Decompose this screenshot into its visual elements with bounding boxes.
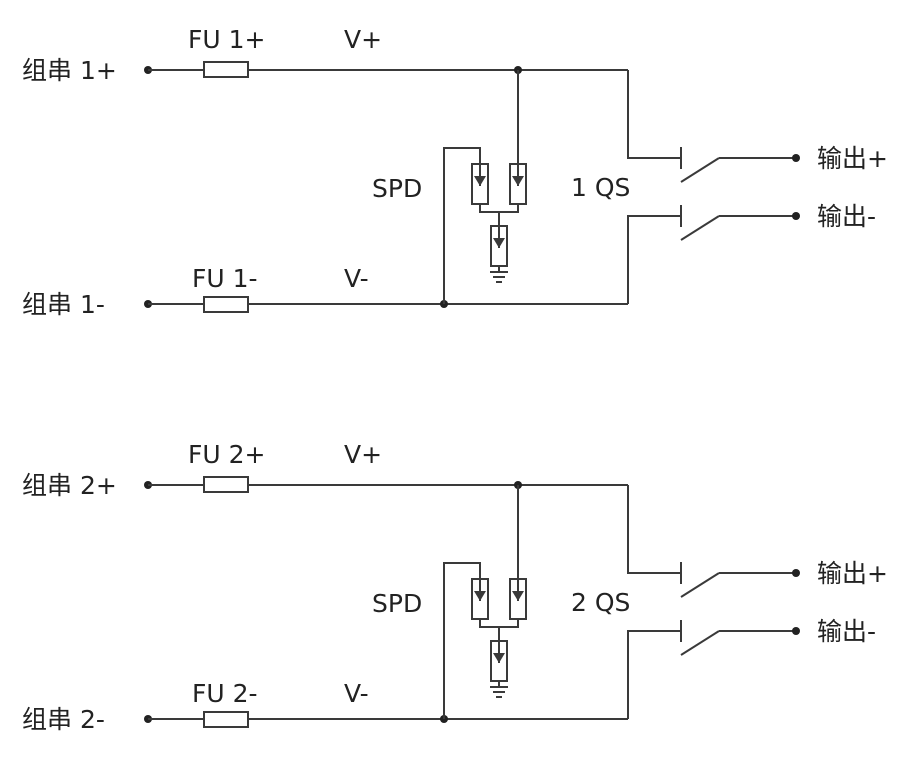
fuse-symbol bbox=[203, 711, 249, 728]
varistor-symbol bbox=[509, 163, 527, 205]
v-neg-label: V- bbox=[344, 264, 369, 293]
string-2-pos-label: 组串 2+ bbox=[22, 471, 117, 500]
fuse-2-neg-label: FU 2- bbox=[192, 679, 258, 708]
switch-label: 2 QS bbox=[571, 588, 630, 617]
switch-label: 1 QS bbox=[571, 173, 630, 202]
output-pos-label: 输出+ bbox=[817, 144, 888, 173]
v-pos-label: V+ bbox=[344, 25, 382, 54]
wire bbox=[443, 147, 481, 304]
varistor-symbol bbox=[509, 578, 527, 620]
v-pos-label: V+ bbox=[344, 440, 382, 469]
spd-label: SPD bbox=[372, 589, 422, 618]
output-neg-label: 输出- bbox=[817, 202, 876, 231]
wire bbox=[627, 215, 681, 304]
terminal-dot bbox=[792, 154, 800, 162]
fuse-1-neg-label: FU 1- bbox=[192, 264, 258, 293]
circuit-2: 组串 2+ 组串 2- FU 2+ FU 2- V+ V- SPD 2 QS 输… bbox=[22, 440, 888, 734]
fuse-symbol bbox=[203, 476, 249, 493]
string-1-pos-label: 组串 1+ bbox=[22, 56, 117, 85]
wire bbox=[479, 619, 519, 628]
terminal-dot bbox=[792, 569, 800, 577]
output-neg-label: 输出- bbox=[817, 617, 876, 646]
varistor-symbol bbox=[490, 640, 508, 682]
switch-symbol bbox=[680, 147, 796, 241]
fuse-2-pos-label: FU 2+ bbox=[188, 440, 265, 469]
wire bbox=[627, 70, 681, 159]
fuse-1-pos-label: FU 1+ bbox=[188, 25, 265, 54]
wire bbox=[627, 630, 681, 719]
varistor-symbol bbox=[471, 163, 489, 205]
varistor-symbol bbox=[471, 578, 489, 620]
terminal-dot bbox=[792, 212, 800, 220]
circuit-1: 组串 1+ 组串 1- FU 1+ FU 1- V+ V- SPD 1 QS 输… bbox=[22, 25, 888, 319]
v-neg-label: V- bbox=[344, 679, 369, 708]
varistor-symbol bbox=[490, 225, 508, 267]
wire bbox=[443, 562, 481, 719]
string-2-neg-label: 组串 2- bbox=[22, 705, 105, 734]
fuse-symbol bbox=[203, 296, 249, 313]
ground-icon bbox=[490, 681, 508, 698]
spd-label: SPD bbox=[372, 174, 422, 203]
string-1-neg-label: 组串 1- bbox=[22, 290, 105, 319]
fuse-symbol bbox=[203, 61, 249, 78]
output-pos-label: 输出+ bbox=[817, 559, 888, 588]
terminal-dot bbox=[792, 627, 800, 635]
switch-symbol bbox=[680, 562, 796, 656]
wire bbox=[627, 485, 681, 574]
ground-icon bbox=[490, 266, 508, 283]
wire bbox=[479, 204, 519, 213]
